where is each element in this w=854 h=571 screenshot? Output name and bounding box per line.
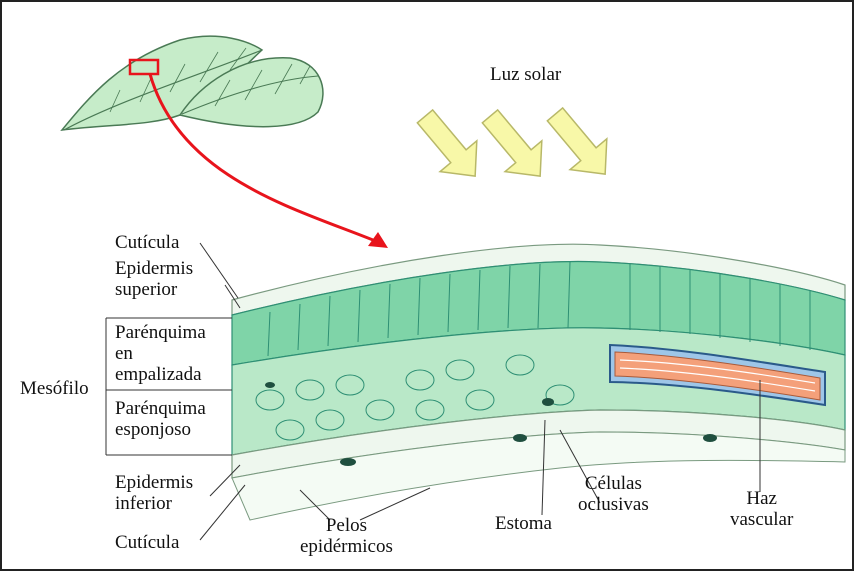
- leaf-tissue-block: [232, 244, 845, 520]
- epidermis-inferior-label: Epidermis inferior: [115, 472, 193, 514]
- cuticula-top-label: Cutícula: [115, 232, 179, 253]
- cuticula-bottom-label: Cutícula: [115, 532, 179, 553]
- mesofilo-label: Mesófilo: [20, 378, 89, 399]
- epidermis-superior-label: Epidermis superior: [115, 258, 193, 300]
- parenquima-esponjoso-label: Parénquima esponjoso: [115, 398, 206, 440]
- estoma-label: Estoma: [495, 513, 552, 534]
- sunlight-arrows-icon: [407, 99, 624, 192]
- luz-solar-label: Luz solar: [490, 64, 561, 85]
- haz-label: Haz vascular: [730, 488, 793, 530]
- leaf-icon: [62, 36, 323, 130]
- parenquima-empalizada-label: Parénquima en empalizada: [115, 322, 206, 385]
- celulas-label: Células oclusivas: [578, 473, 649, 515]
- pelos-label: Pelos epidérmicos: [300, 515, 393, 557]
